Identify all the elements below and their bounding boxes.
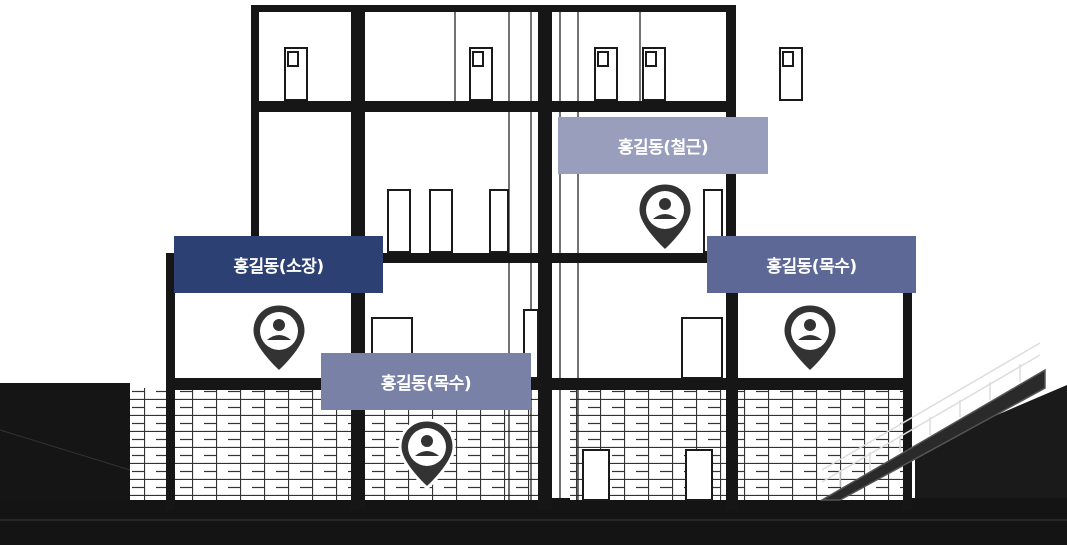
person-location-pin-icon[interactable] — [395, 416, 459, 492]
person-location-pin-icon[interactable] — [247, 300, 311, 376]
worker-label-site-manager: 홍길동(소장) — [174, 236, 383, 293]
ground — [0, 383, 1067, 545]
worker-label-carpenter-right: 홍길동(목수) — [707, 236, 916, 293]
person-location-pin-icon[interactable] — [778, 300, 842, 376]
worker-label-rebar: 홍길동(철근) — [558, 117, 768, 174]
exterior-stairs — [819, 342, 1046, 501]
doors — [284, 47, 803, 501]
worker-label-carpenter-center: 홍길동(목수) — [321, 353, 531, 410]
person-location-pin-icon[interactable] — [633, 179, 697, 255]
